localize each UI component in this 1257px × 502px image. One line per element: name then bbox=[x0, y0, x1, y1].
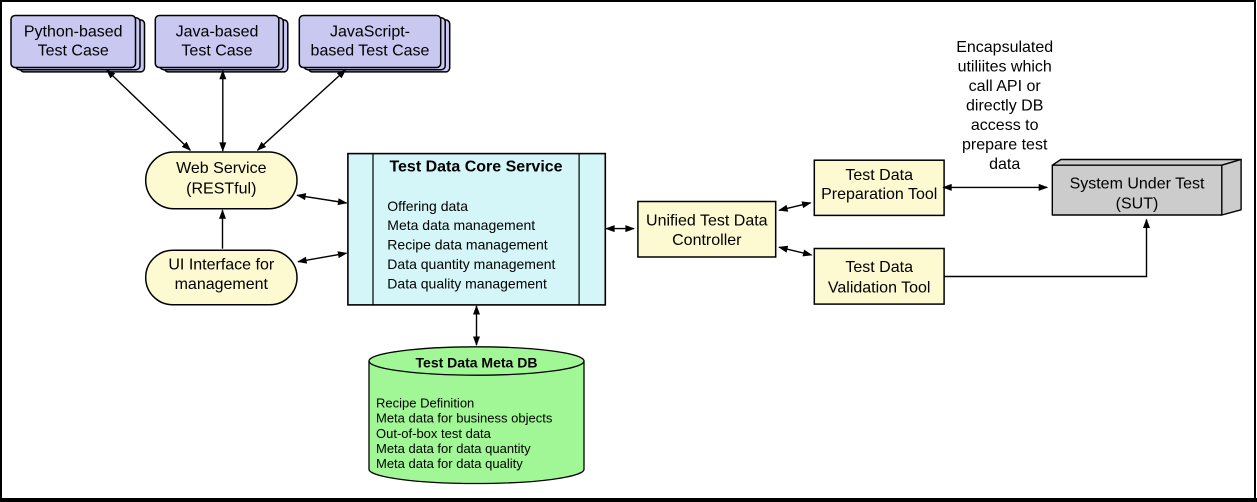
svg-text:directly DB: directly DB bbox=[966, 98, 1043, 115]
svg-text:data: data bbox=[989, 156, 1020, 173]
svg-text:Recipe Definition: Recipe Definition bbox=[376, 395, 474, 410]
svg-text:Data quantity management: Data quantity management bbox=[387, 256, 555, 272]
svg-text:management: management bbox=[175, 276, 269, 293]
svg-text:Recipe data management: Recipe data management bbox=[387, 237, 547, 253]
svg-text:Web Service: Web Service bbox=[176, 160, 267, 177]
svg-text:UI Interface for: UI Interface for bbox=[168, 257, 274, 274]
svg-text:utiliites which: utiliites which bbox=[958, 59, 1052, 76]
svg-text:call API or: call API or bbox=[969, 78, 1042, 95]
svg-text:Java-based: Java-based bbox=[176, 24, 259, 41]
svg-text:Controller: Controller bbox=[672, 232, 742, 249]
svg-text:Test Case: Test Case bbox=[38, 43, 109, 60]
svg-text:Meta data for data quantity: Meta data for data quantity bbox=[376, 441, 531, 456]
svg-text:Meta data for data quality: Meta data for data quality bbox=[376, 456, 523, 471]
svg-text:Test Data: Test Data bbox=[845, 259, 913, 276]
svg-text:Test Data Meta DB: Test Data Meta DB bbox=[416, 355, 538, 371]
svg-text:Out-of-box test data: Out-of-box test data bbox=[376, 426, 492, 441]
svg-text:Data quality management: Data quality management bbox=[387, 275, 547, 291]
svg-text:prepare test: prepare test bbox=[962, 137, 1048, 154]
svg-text:Meta data management: Meta data management bbox=[387, 217, 535, 233]
svg-text:Offering data: Offering data bbox=[387, 198, 468, 214]
svg-text:Test Case: Test Case bbox=[181, 43, 252, 60]
svg-text:Encapsulated: Encapsulated bbox=[956, 39, 1053, 56]
svg-text:Test Data Core Service: Test Data Core Service bbox=[389, 159, 562, 176]
svg-text:Unified Test Data: Unified Test Data bbox=[646, 212, 768, 229]
svg-text:System Under Test: System Under Test bbox=[1070, 176, 1205, 193]
svg-text:access to: access to bbox=[971, 117, 1039, 134]
svg-text:(SUT): (SUT) bbox=[1116, 195, 1159, 212]
svg-text:(RESTful): (RESTful) bbox=[186, 181, 256, 198]
svg-text:Test Data: Test Data bbox=[845, 167, 913, 184]
svg-text:Meta data for business objects: Meta data for business objects bbox=[376, 411, 553, 426]
svg-text:Preparation Tool: Preparation Tool bbox=[821, 186, 937, 203]
svg-text:Validation Tool: Validation Tool bbox=[828, 279, 931, 296]
svg-text:JavaScript-: JavaScript- bbox=[330, 24, 410, 41]
svg-text:based Test Case: based Test Case bbox=[311, 43, 430, 60]
svg-text:Python-based: Python-based bbox=[24, 24, 123, 41]
